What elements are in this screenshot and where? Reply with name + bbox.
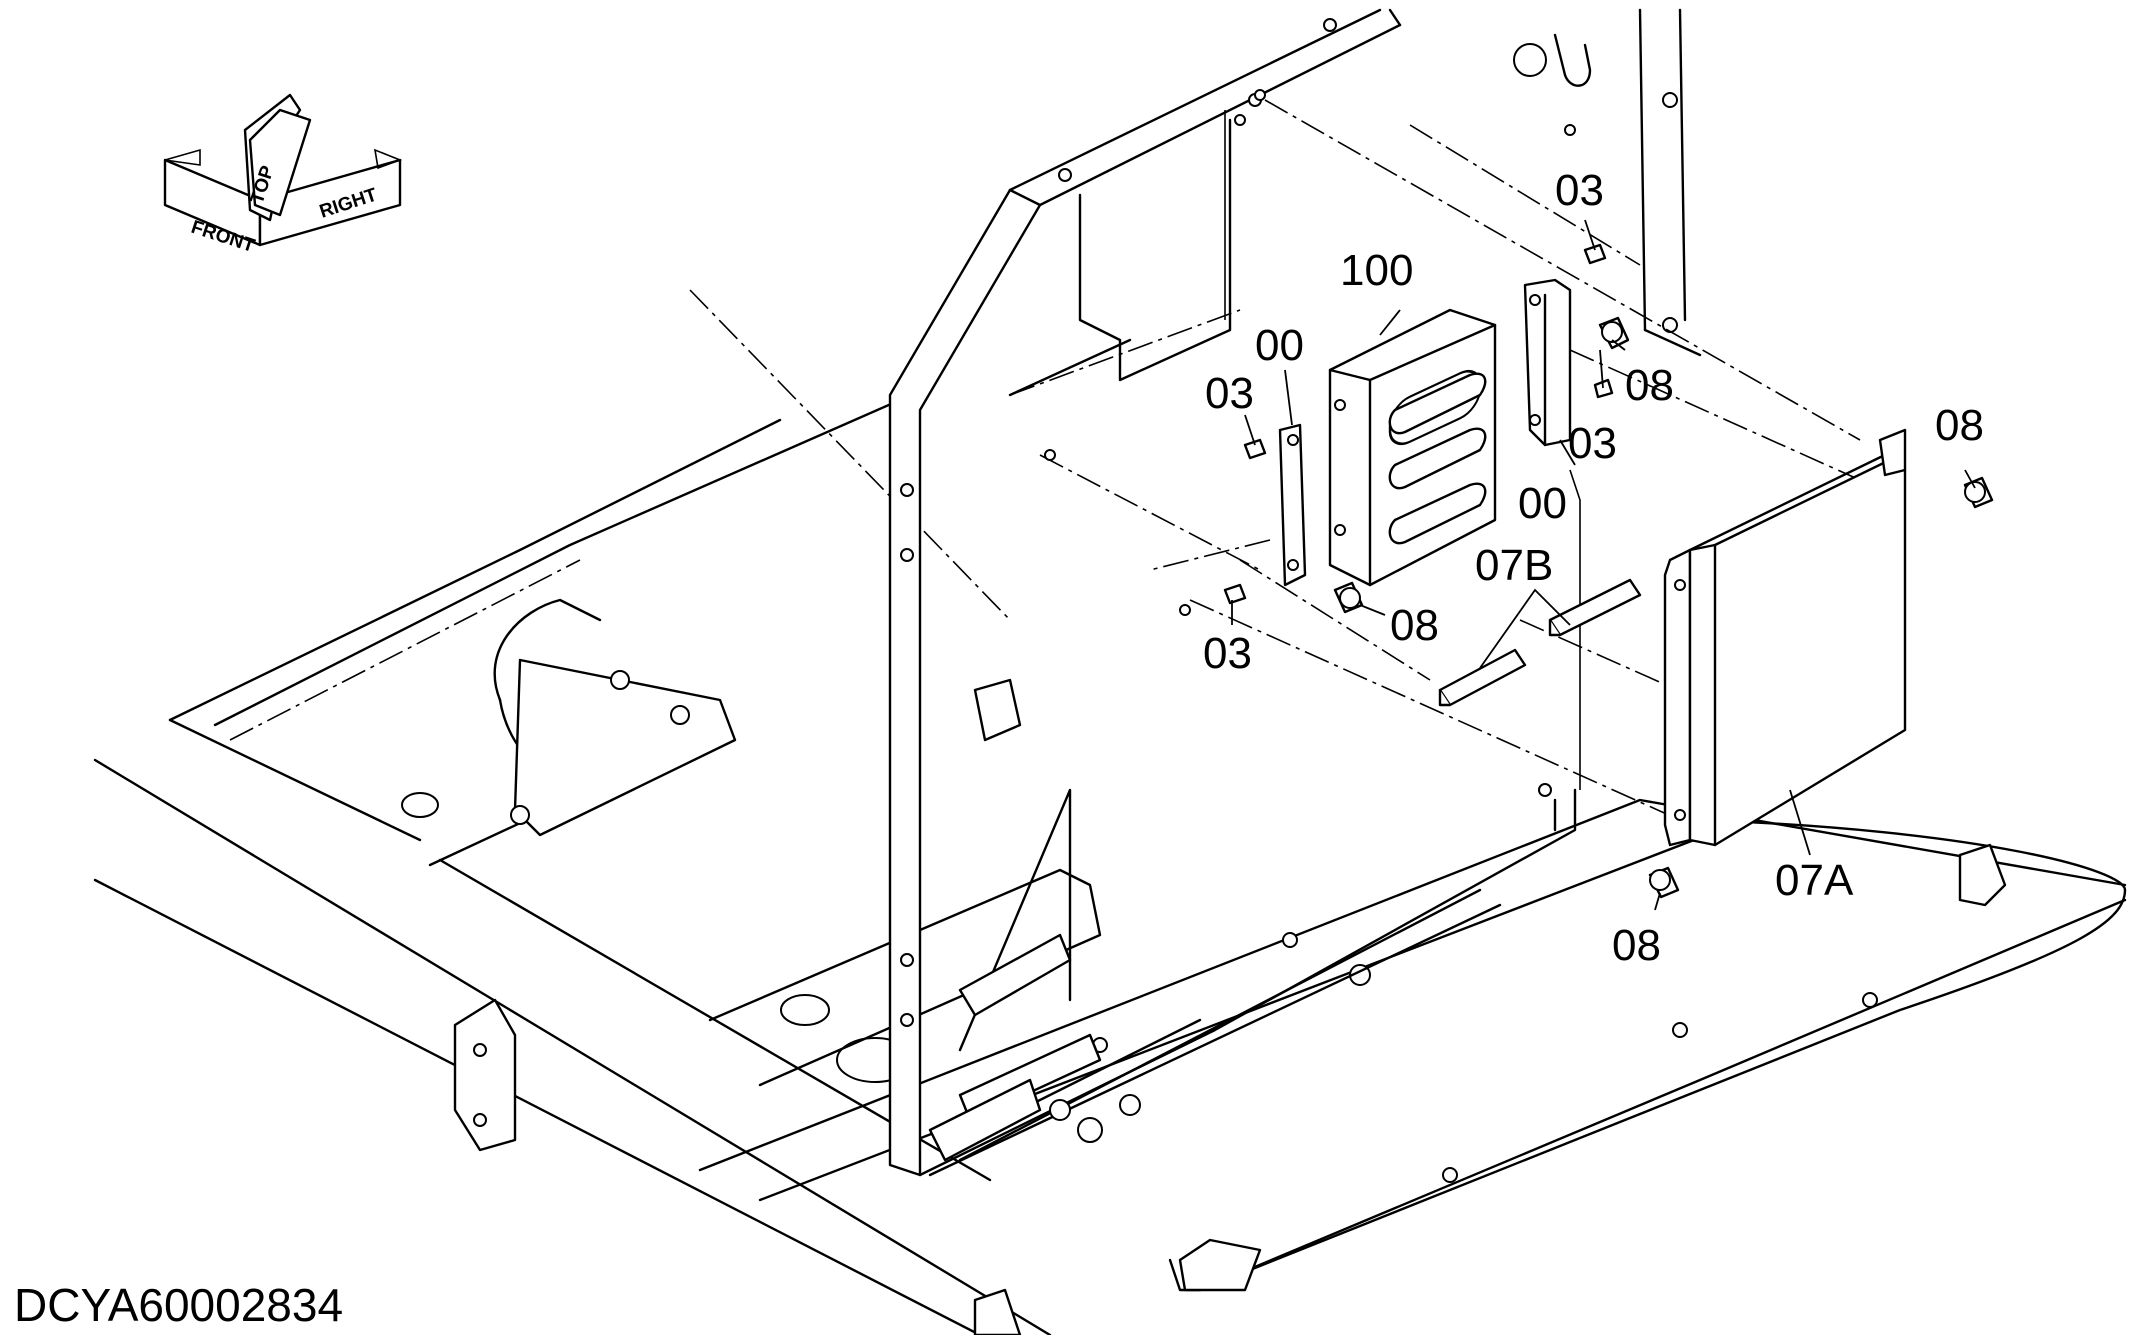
base-frame [93,289,2127,1335]
side-frame [888,8,1702,1177]
drawing-number: DCYA60002834 [14,1279,344,1331]
callout-03-right: 03 [1568,419,1617,468]
callout-07B: 07B [1475,541,1553,590]
callout-00-left: 00 [1255,321,1304,370]
callout-08-bottom: 08 [1612,921,1661,970]
leader-lines [1231,219,1976,911]
seal-07B [1438,578,1642,707]
callout-03-top: 03 [1555,166,1604,215]
controller-box-100 [1328,308,1497,587]
cover-07A [1663,428,1907,847]
bracket-00-left [1278,423,1307,587]
callout-03-bottom: 03 [1203,629,1252,678]
bolt-03-left [1243,438,1267,460]
callout-03-left: 03 [1205,369,1254,418]
bracket-00-right [1523,278,1572,447]
callout-08-upper: 08 [1625,361,1674,410]
orientation-icon: FRONT TOP RIGHT [163,93,403,257]
bolts [1223,243,1994,899]
bolt-03-top [1583,243,1607,265]
bolt-03-bottom [1223,583,1247,605]
callout-00-right: 00 [1518,479,1567,528]
callout-08-far-right: 08 [1935,401,1984,450]
callouts: 100 00 00 03 03 03 03 08 08 08 08 07B 07… [1203,166,1984,970]
bolt-03-right [1593,378,1614,399]
callout-07A: 07A [1775,856,1854,905]
callout-100: 100 [1340,246,1413,295]
assembly-guides [1009,89,1861,821]
callout-08-middle: 08 [1390,601,1439,650]
